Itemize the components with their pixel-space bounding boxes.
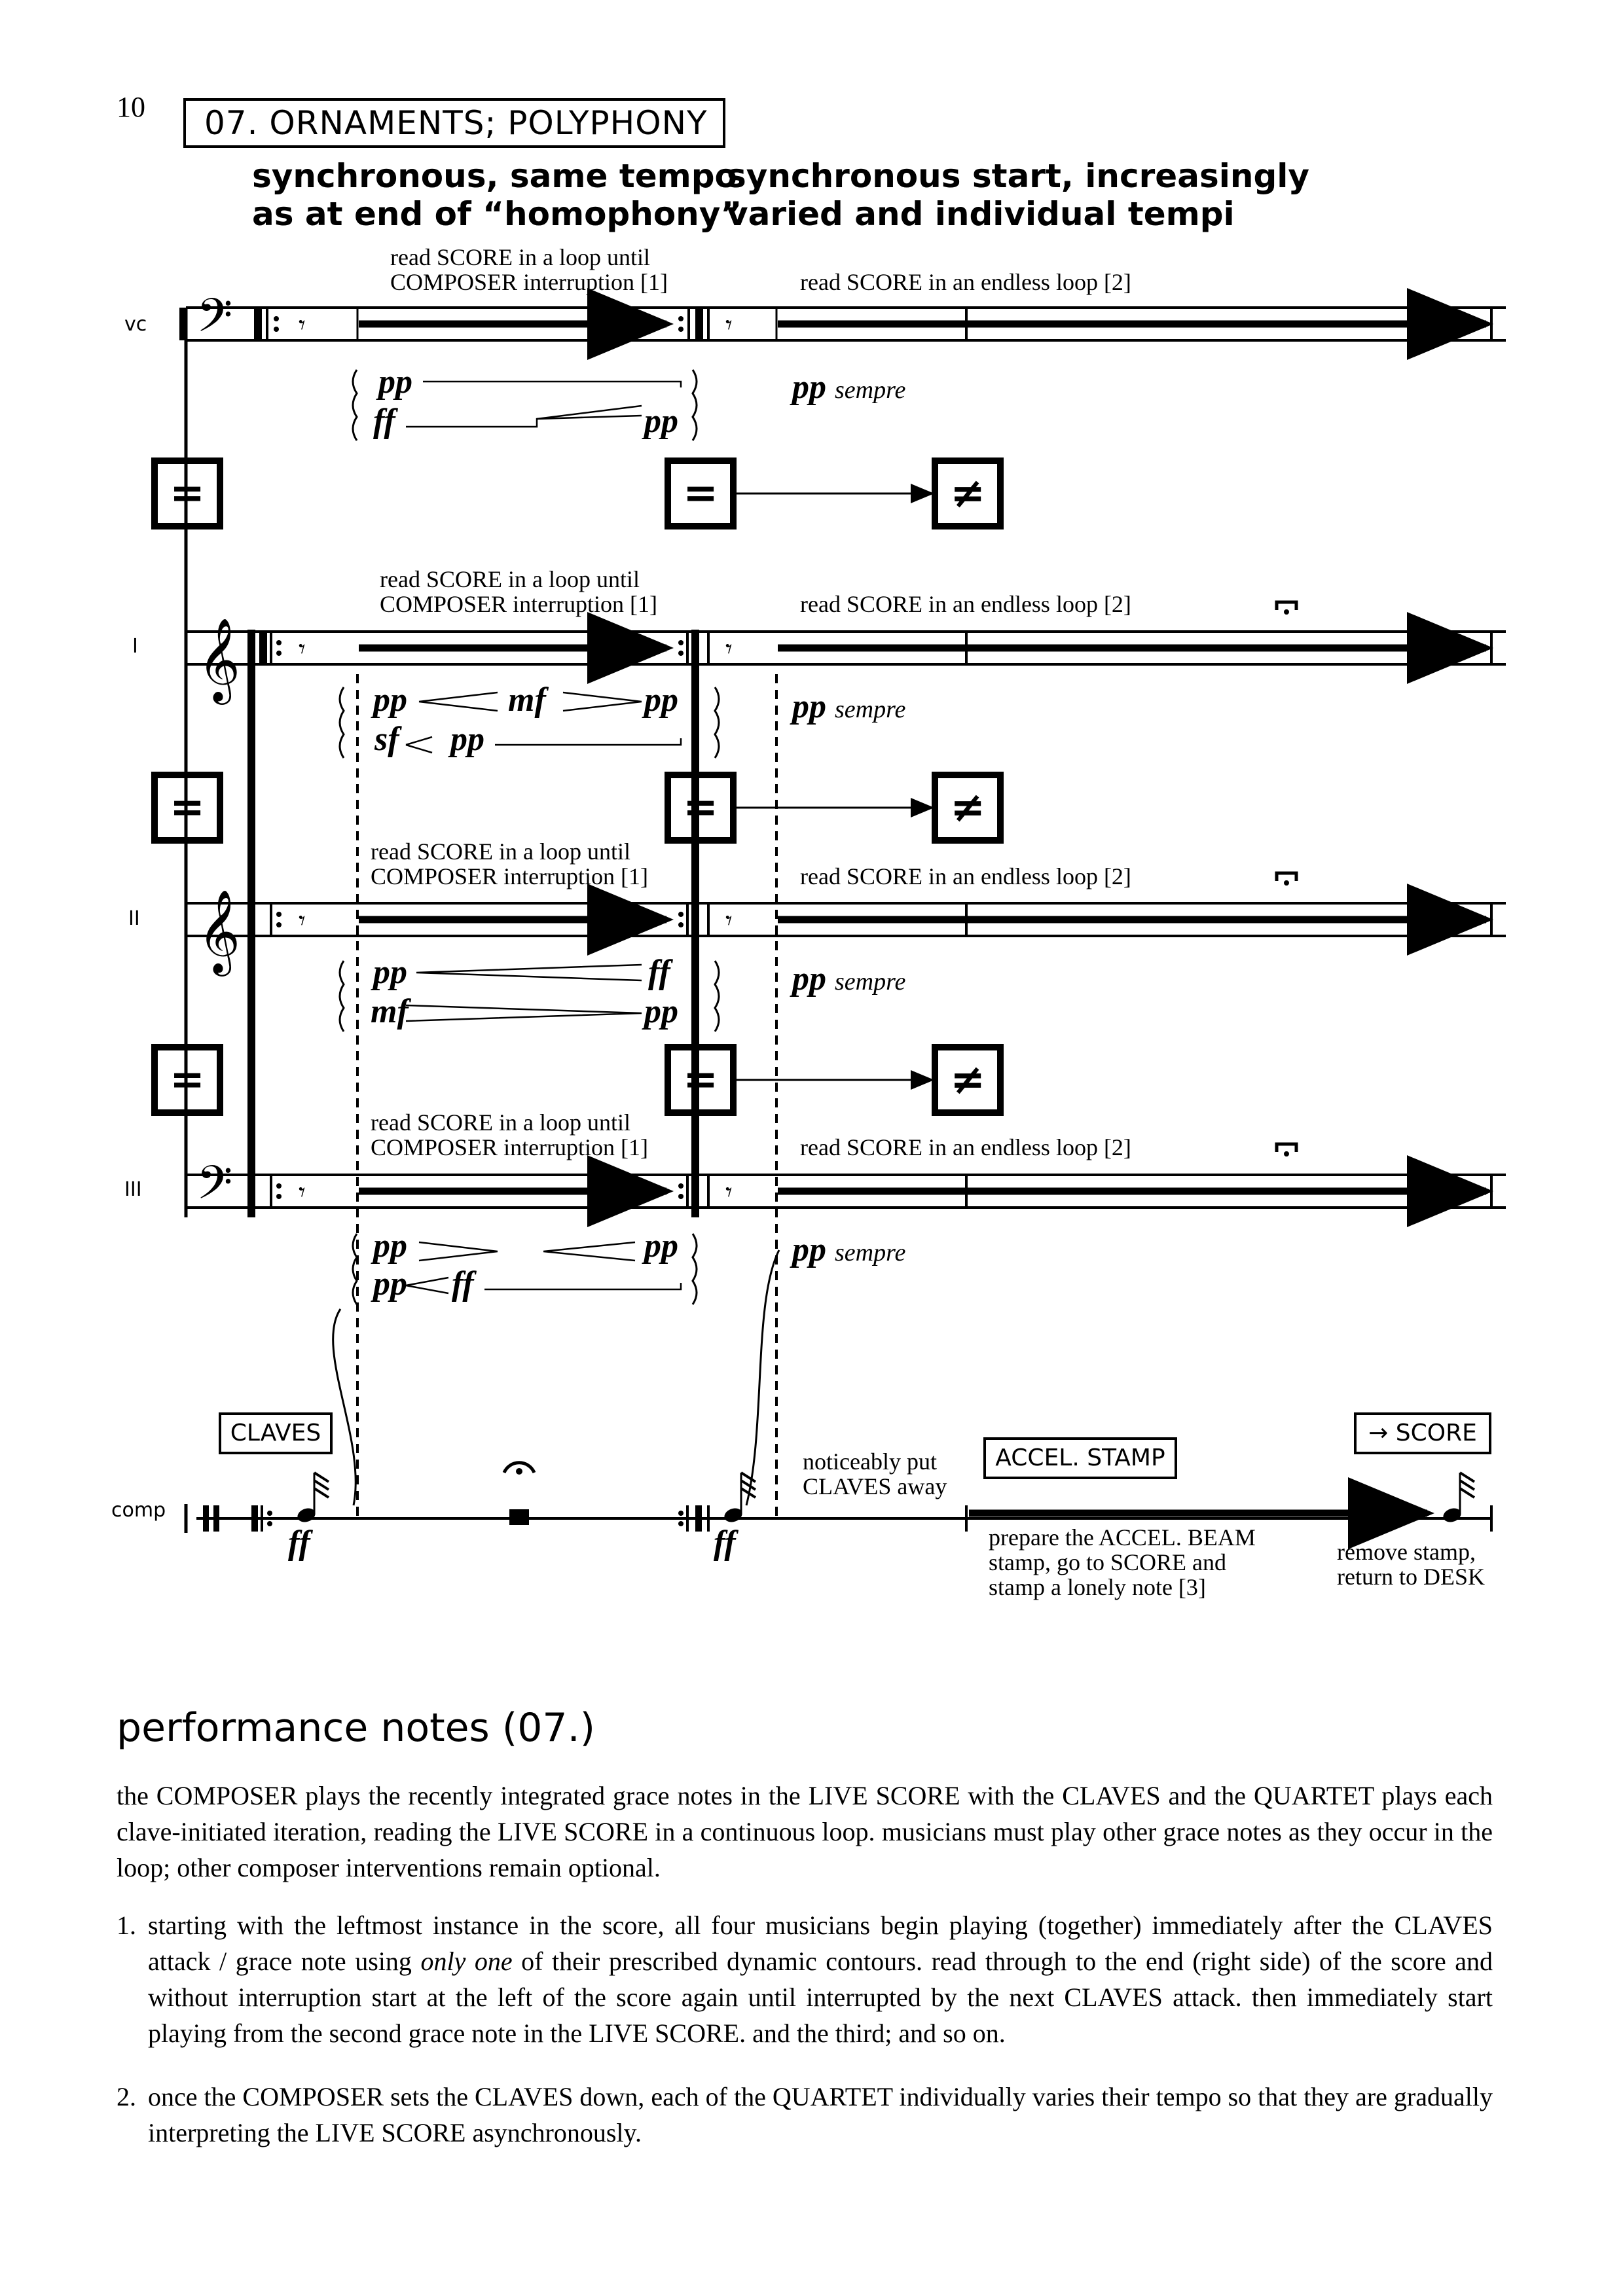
put-away-text: noticeably put CLAVES away <box>803 1448 947 1499</box>
bass-clef-icon: 𝄢 <box>196 289 232 354</box>
dyn-III-1a: pp <box>373 1227 407 1265</box>
staff-label-I: I <box>132 635 138 658</box>
equal-symbol: = <box>170 1056 205 1104</box>
instr-vc-right: read SCORE in an endless loop [2] <box>800 269 1131 295</box>
equal-symbol: = <box>683 469 718 518</box>
heading-right: synchronous start, increasingly varied a… <box>727 157 1309 233</box>
equal-box-3 <box>151 1044 223 1116</box>
score-graphic: 𝄢 𝄞 𝄞 𝄢 𝄾 𝄾 𝄾 𝄾 𝄾 𝄾 𝄾 𝄾 <box>151 288 1506 1549</box>
staff-label-II: II <box>128 907 140 930</box>
notequal-box-2 <box>932 772 1004 844</box>
heading-right-line2: varied and individual tempi <box>727 195 1235 233</box>
staff-label-vc: vc <box>124 313 147 336</box>
dyn-I-2b: pp <box>450 721 484 758</box>
list-item: 2.once the COMPOSER sets the CLAVES down… <box>117 2082 1493 2147</box>
equal-symbol: = <box>683 783 718 832</box>
notes-intro: the COMPOSER plays the recently integrat… <box>117 1781 1493 1882</box>
equal-symbol: = <box>170 783 205 832</box>
dyn-I-2a: sf <box>374 721 399 758</box>
remove-text: remove stamp, return to DESK <box>1337 1539 1485 1590</box>
dyn-III-2b: ff <box>452 1265 474 1302</box>
staff-label-comp: comp <box>111 1499 166 1522</box>
list-item: 1.starting with the leftmost instance in… <box>117 1910 1493 2048</box>
dyn-II-1b: ff <box>648 954 670 991</box>
page-number: 10 <box>117 91 145 123</box>
equal-box-4 <box>665 457 737 529</box>
hairpins <box>405 380 682 1295</box>
composer-staff <box>184 1249 1493 1549</box>
not-equal-symbol: ≠ <box>950 783 985 832</box>
staff-I <box>186 612 1506 684</box>
fermata-icons <box>1275 600 1298 1157</box>
dyn-II-1a: pp <box>373 954 407 991</box>
heading-right-line1: synchronous start, increasingly <box>727 157 1309 195</box>
equal-box-6 <box>665 1044 737 1116</box>
claves-box: CLAVES <box>219 1412 333 1454</box>
dyn-II-sempre: pp sempre <box>792 960 906 997</box>
instr-vc-left: read SCORE in a loop until COMPOSER inte… <box>390 244 668 295</box>
dyn-II-2b: pp <box>644 993 678 1030</box>
notes-title: performance notes (07.) <box>117 1705 596 1751</box>
svg-text:𝄾: 𝄾 <box>299 906 306 936</box>
dyn-III-1b: pp <box>644 1227 678 1265</box>
notequal-box-1 <box>932 457 1004 529</box>
treble-clef-icon: 𝄞 <box>198 889 240 977</box>
instr-I-right: read SCORE in an endless loop [2] <box>800 591 1131 617</box>
svg-text:𝄾: 𝄾 <box>725 310 733 340</box>
dyn-III-2a: pp <box>373 1265 407 1302</box>
dyn-I-sempre: pp sempre <box>792 688 906 725</box>
dyn-vc-sempre: pp sempre <box>792 368 906 406</box>
heading-left-line2: as at end of “homophony” <box>252 195 742 233</box>
svg-text:𝄾: 𝄾 <box>725 634 733 664</box>
svg-text:𝄾: 𝄾 <box>725 906 733 936</box>
dyn-II-2a: mf <box>371 993 409 1030</box>
heading-left: synchronous, same tempo as at end of “ho… <box>252 157 742 233</box>
instr-II-left: read SCORE in a loop until COMPOSER inte… <box>371 838 649 889</box>
dyn-vc-1a: pp <box>378 363 412 401</box>
staff-II <box>186 884 1506 956</box>
staff-III <box>186 1155 1506 1227</box>
equal-box-2 <box>151 772 223 844</box>
svg-text:𝄾: 𝄾 <box>299 634 306 664</box>
not-equal-symbol: ≠ <box>950 1056 985 1104</box>
dyn-III-sempre: pp sempre <box>792 1231 906 1268</box>
dynamic-braces <box>338 369 720 1305</box>
equal-symbol: = <box>170 469 205 518</box>
accel-stamp-box: ACCEL. STAMP <box>983 1437 1177 1479</box>
instr-III-right: read SCORE in an endless loop [2] <box>800 1134 1131 1160</box>
svg-text:𝄾: 𝄾 <box>725 1177 733 1208</box>
instr-II-right: read SCORE in an endless loop [2] <box>800 863 1131 889</box>
grace-dyn-1: ff <box>288 1524 310 1562</box>
equal-box-5 <box>665 772 737 844</box>
svg-text:𝄾: 𝄾 <box>299 310 306 340</box>
notequal-box-3 <box>932 1044 1004 1116</box>
dyn-vc-2b: pp <box>644 403 678 440</box>
heading-left-line1: synchronous, same tempo <box>252 157 737 195</box>
bass-clef-icon: 𝄢 <box>196 1156 232 1221</box>
not-equal-symbol: ≠ <box>950 469 985 518</box>
notes-list: 1.starting with the leftmost instance in… <box>117 1907 1493 2178</box>
score-box: → SCORE <box>1354 1412 1491 1454</box>
staff-label-III: III <box>124 1178 142 1201</box>
treble-clef-icon: 𝄞 <box>198 617 240 705</box>
dyn-I-1a: pp <box>373 681 407 719</box>
prepare-text: prepare the ACCEL. BEAM stamp, go to SCO… <box>989 1524 1256 1600</box>
dyn-I-1c: pp <box>644 681 678 719</box>
svg-text:𝄾: 𝄾 <box>299 1177 306 1208</box>
instr-III-left: read SCORE in a loop until COMPOSER inte… <box>371 1109 649 1160</box>
equal-symbol: = <box>683 1056 718 1104</box>
instr-I-left: read SCORE in a loop until COMPOSER inte… <box>380 566 658 617</box>
equal-box-1 <box>151 457 223 529</box>
grace-dyn-2: ff <box>714 1524 736 1562</box>
dyn-vc-2a: ff <box>373 403 395 440</box>
staff-vc <box>179 288 1506 360</box>
dyn-I-1b: mf <box>508 681 546 719</box>
section-title: 07. ORNAMENTS; POLYPHONY <box>183 98 725 148</box>
